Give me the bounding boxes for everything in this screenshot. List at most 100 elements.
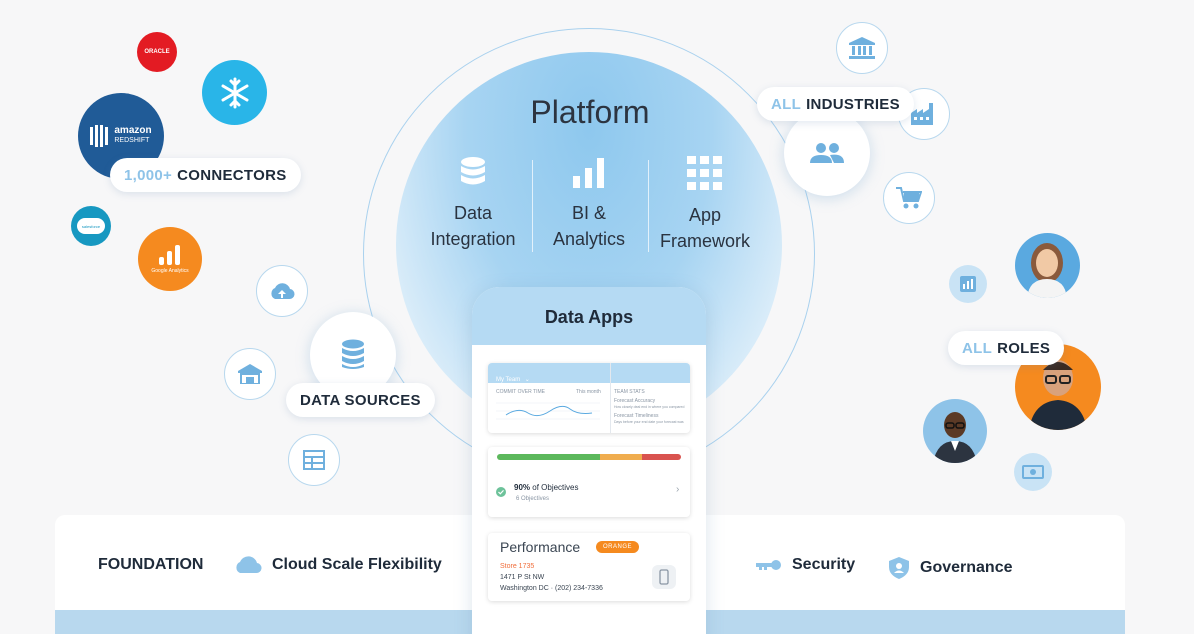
team-card-header: My Team [496,377,521,383]
foundation-item-security: Security [756,556,855,574]
avatar-man [923,399,987,463]
progress-segment-green [497,454,601,460]
pillar-label-line1: BI & [571,203,606,223]
security-label: Security [792,556,856,573]
governance-label: Governance [920,559,1013,576]
team-stats: TEAM STATS Forecast Accuracy How closely… [614,389,686,425]
store-name: Store 1735 [500,563,535,570]
team-stat-2-sub: Days before your end date your forecast … [614,420,684,424]
objectives-count: 6 Objectives [516,496,550,502]
team-stat-2: Forecast Timeliness [614,413,659,419]
man-avatar-icon [1029,360,1087,430]
roles-highlight: ALL [962,339,993,357]
performance-title: Performance [500,539,581,555]
table-icon [303,450,325,470]
team-card-divider [610,363,611,433]
google-analytics-logo: Google Analytics [138,227,202,291]
phone-call-button[interactable] [652,565,676,589]
snowflake-logo [202,60,267,125]
foundation-item-cloud: Cloud Scale Flexibility [234,556,442,574]
money-role [1014,453,1052,491]
commit-sparkline [496,402,600,420]
objectives-percent: 90% [514,483,531,492]
report-role [949,265,987,303]
table-source [288,434,340,486]
objectives-label: of Objectives [532,483,579,492]
man-avatar-icon [933,412,977,463]
commit-chart-title: COMMIT OVER TIME [496,389,545,395]
people-industry [784,110,870,196]
key-icon [756,560,781,570]
retail-industry [883,172,935,224]
chevron-down-icon: ⌄ [524,377,530,383]
roles-label: ROLES [997,339,1051,357]
data-apps-phone: Data Apps My Team ⌄ COMMIT OVER TIME Thi… [472,287,706,634]
phone-icon [659,569,669,585]
performance-badge: ORANGE [596,541,640,553]
pillar-label-line2: Analytics [552,229,626,249]
amazon-text: amazon [114,125,152,136]
avatar-woman [1015,233,1080,298]
oracle-logo-text: ORACLE [144,49,170,55]
connectors-count: 1,000+ [124,166,173,184]
commit-chart-range: This month [576,389,601,395]
foundation-item-governance: Governance [888,556,1012,580]
pillar-bi-analytics[interactable]: BI & Analytics [531,156,647,252]
oracle-logo: ORACLE [137,32,177,72]
industries-label: INDUSTRIES [806,95,900,113]
roles-pill: ALL ROLES [948,331,1065,365]
foundation-label: FOUNDATION [98,556,203,574]
cloud-upload-icon [271,283,295,300]
google-analytics-icon [159,244,180,265]
objectives-progress-bar [497,454,681,460]
grid-icon [687,156,722,190]
warehouse-source [224,348,276,400]
pillar-data-integration[interactable]: Data Integration [415,156,531,252]
pillar-label-line1: App [688,205,722,225]
salesforce-text: salesforce [81,223,101,229]
progress-segment-red [642,454,681,460]
report-icon [960,276,976,292]
people-icon [810,143,844,163]
team-stat-1-sub: How closely deal end in where you compar… [614,405,685,409]
bank-industry [836,22,888,74]
cloud-icon [236,556,262,574]
redshift-icon [90,125,109,147]
pillar-label-line1: Data [453,203,493,223]
bar-chart-icon [573,158,604,188]
connectors-pill: 1,000+ CONNECTORS [110,158,301,192]
platform-title: Platform [530,94,650,130]
bank-icon [849,37,875,59]
cloud-label: Cloud Scale Flexibility [272,556,442,573]
data-apps-title: Data Apps [472,287,706,345]
pillar-divider [648,160,649,252]
warehouse-icon [238,364,262,384]
chevron-right-icon: › [676,484,680,495]
check-circle-icon [496,487,506,497]
pillar-divider [532,160,533,252]
shield-icon [889,557,909,579]
database-icon [461,157,485,185]
foundation-title: FOUNDATION [98,556,204,573]
performance-card[interactable]: Performance ORANGE Store 1735 1471 P St … [488,533,690,601]
pillar-label-line2: Integration [430,229,516,249]
factory-icon [911,103,933,125]
objectives-card[interactable]: 90% of Objectives 6 Objectives › [488,447,690,517]
objectives-summary: 90% of Objectives [514,483,579,492]
team-stats-title: TEAM STATS [614,389,645,395]
data-sources-pill: DATA SOURCES [286,383,435,417]
money-icon [1022,465,1044,479]
avatar-man-glasses [1015,344,1101,430]
snowflake-icon [221,77,248,108]
team-card[interactable]: My Team ⌄ COMMIT OVER TIME This month TE… [488,363,690,433]
data-sources-label: DATA SOURCES [300,391,421,409]
pillar-label-line2: Framework [659,231,750,251]
shopping-cart-icon [896,187,922,209]
google-analytics-text: Google Analytics [151,267,189,274]
store-city-phone: Washington DC · (202) 234-7336 [500,585,603,592]
pillar-app-framework[interactable]: App Framework [647,156,763,254]
industries-pill: ALL INDUSTRIES [757,87,914,121]
progress-segment-yellow [600,454,643,460]
database-icon [342,339,364,369]
store-address: 1471 P St NW [500,574,545,581]
